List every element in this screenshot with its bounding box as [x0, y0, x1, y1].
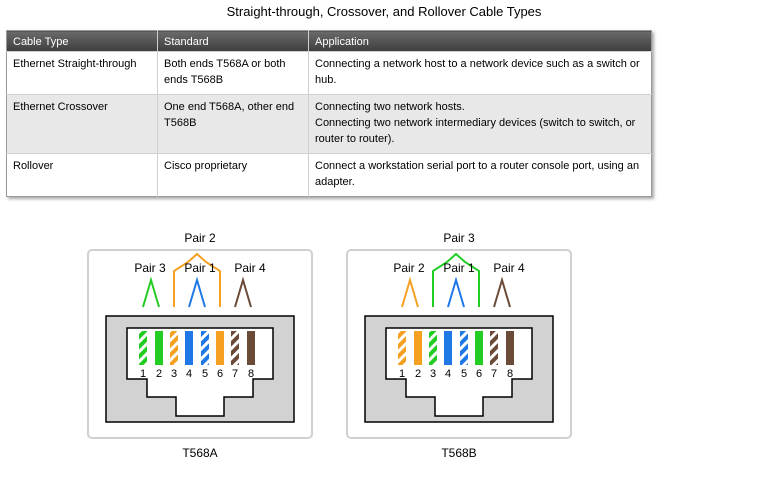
cell-cable-type: Ethernet Straight-through — [6, 51, 158, 95]
pin-number: 4 — [186, 368, 192, 380]
pin-number: 3 — [430, 368, 436, 380]
pin-4 — [185, 331, 193, 365]
cell-standard: One end T568A, other end T568B — [157, 94, 309, 154]
pair-left-wedge — [142, 276, 160, 308]
pin-number: 7 — [232, 368, 238, 380]
application-line: Connecting two network hosts. — [315, 101, 465, 113]
pair-right-wedge — [493, 276, 511, 308]
pin-number: 2 — [156, 368, 162, 380]
pin-2 — [414, 331, 422, 365]
cable-types-table: Cable Type Standard Application Ethernet… — [6, 30, 652, 197]
pin-7 — [231, 331, 239, 365]
pin-2 — [155, 331, 163, 365]
pair-label-left: Pair 3 — [134, 261, 166, 275]
pair-label-top: Pair 3 — [443, 231, 475, 245]
header-application: Application — [308, 30, 652, 52]
application-line: Connect a workstation serial port to a r… — [315, 160, 640, 188]
pair-label-middle: Pair 1 — [443, 261, 475, 275]
table-row: Ethernet Straight-through Both ends T568… — [6, 51, 652, 95]
pair-split-arch — [173, 252, 221, 307]
pair-right-wedge — [234, 276, 252, 308]
standard-label: T568B — [441, 446, 476, 460]
cell-cable-type: Rollover — [6, 153, 158, 197]
table-row: Ethernet Crossover One end T568A, other … — [6, 94, 652, 154]
pin-number: 3 — [171, 368, 177, 380]
pin-number: 4 — [445, 368, 451, 380]
pair-label-middle: Pair 1 — [184, 261, 216, 275]
header-standard: Standard — [157, 30, 309, 52]
pin-3 — [170, 331, 178, 365]
pair-left-wedge — [401, 276, 419, 308]
pair-label-right: Pair 4 — [493, 261, 525, 275]
table-header-row: Cable Type Standard Application — [6, 30, 652, 52]
pin-3 — [429, 331, 437, 365]
table-row: Rollover Cisco proprietary Connect a wor… — [6, 153, 652, 197]
cell-application: Connect a workstation serial port to a r… — [308, 153, 652, 197]
pin-8 — [247, 331, 255, 365]
pin-number: 5 — [202, 368, 208, 380]
pin-number: 8 — [248, 368, 254, 380]
cell-cable-type: Ethernet Crossover — [6, 94, 158, 154]
pin-number: 1 — [399, 368, 405, 380]
cell-application: Connecting a network host to a network d… — [308, 51, 652, 95]
header-cable-type: Cable Type — [6, 30, 158, 52]
pair-label-left: Pair 2 — [393, 261, 425, 275]
pair-middle-wedge — [188, 276, 206, 308]
application-line: Connecting two network intermediary devi… — [315, 117, 636, 145]
pin-number: 8 — [507, 368, 513, 380]
pin-number: 6 — [217, 368, 223, 380]
pin-1 — [139, 331, 147, 365]
pair-middle-wedge — [447, 276, 465, 308]
cell-application: Connecting two network hosts. Connecting… — [308, 94, 652, 154]
pin-6 — [216, 331, 224, 365]
pin-number: 2 — [415, 368, 421, 380]
application-line: Connecting a network host to a network d… — [315, 58, 640, 86]
pair-label-top: Pair 2 — [184, 231, 216, 245]
pin-number: 1 — [140, 368, 146, 380]
pin-5 — [460, 331, 468, 365]
pin-6 — [475, 331, 483, 365]
pair-split-arch — [432, 252, 480, 307]
cell-standard: Both ends T568A or both ends T568B — [157, 51, 309, 95]
pin-number: 6 — [476, 368, 482, 380]
pin-1 — [398, 331, 406, 365]
pin-5 — [201, 331, 209, 365]
page-title: Straight-through, Crossover, and Rollove… — [226, 4, 542, 19]
cell-standard: Cisco proprietary — [157, 153, 309, 197]
standard-label: T568A — [182, 446, 217, 460]
pin-number: 5 — [461, 368, 467, 380]
pin-number: 7 — [491, 368, 497, 380]
pin-4 — [444, 331, 452, 365]
pin-8 — [506, 331, 514, 365]
pin-7 — [490, 331, 498, 365]
pair-label-right: Pair 4 — [234, 261, 266, 275]
